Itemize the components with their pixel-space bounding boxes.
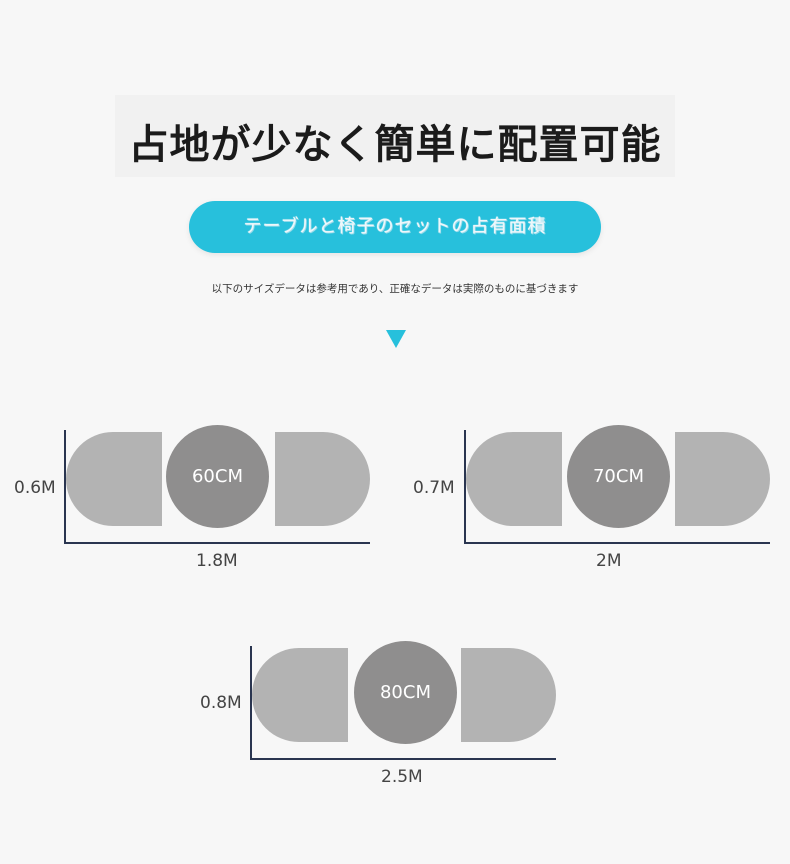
reference-note: 以下のサイズデータは参考用であり、正確なデータは実際のものに基づきます <box>211 283 579 295</box>
chair-left <box>252 648 348 742</box>
down-triangle-icon <box>386 330 406 348</box>
width-label: 1.8M <box>196 551 238 571</box>
section-pill: テーブルと椅子のセットの占有面積 <box>189 201 601 253</box>
chair-right <box>275 432 370 526</box>
height-label: 0.8M <box>200 693 242 713</box>
height-label: 0.6M <box>14 478 56 498</box>
width-label: 2M <box>596 551 622 571</box>
y-axis <box>64 430 66 543</box>
table-circle: 70CM <box>567 425 670 528</box>
chair-left <box>66 432 162 526</box>
title-band <box>115 95 675 177</box>
y-axis <box>250 646 252 759</box>
x-axis <box>64 542 370 544</box>
table-size-label: 60CM <box>191 466 243 487</box>
table-circle: 80CM <box>354 641 457 744</box>
table-size-label: 80CM <box>379 682 431 703</box>
chair-right <box>461 648 556 742</box>
x-axis <box>464 542 770 544</box>
width-label: 2.5M <box>381 767 423 787</box>
y-axis <box>464 430 466 543</box>
table-circle: 60CM <box>166 425 269 528</box>
x-axis <box>250 758 556 760</box>
height-label: 0.7M <box>413 478 455 498</box>
page-title: 占地が少なく簡単に配置可能 <box>128 122 662 168</box>
chair-left <box>466 432 562 526</box>
section-pill-label: テーブルと椅子のセットの占有面積 <box>243 216 547 237</box>
chair-right <box>675 432 770 526</box>
table-size-label: 70CM <box>592 466 644 487</box>
